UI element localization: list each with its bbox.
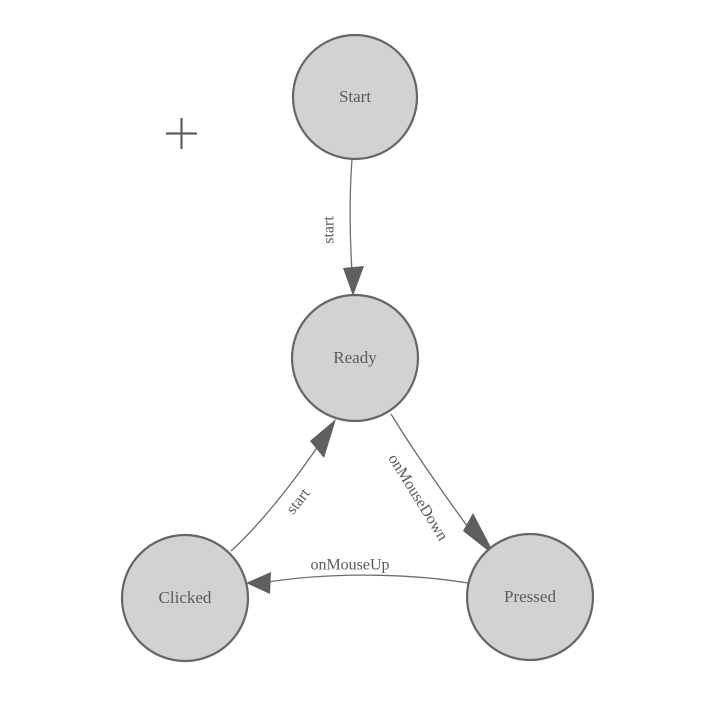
edge-pressed-to-clicked[interactable]: onMouseUp [246,557,469,594]
edge-label-ready-to-pressed: onMouseDown [384,451,451,544]
node-clicked-label: Clicked [159,588,212,607]
edge-line-start-to-ready [349,158,353,273]
edge-line-pressed-to-clicked [261,574,469,584]
node-ready[interactable]: Ready [290,293,420,423]
node-pressed-circle[interactable] [465,532,595,662]
crosshair-marker-icon [166,118,197,149]
edge-label-pressed-to-clicked: onMouseUp [310,557,389,574]
edge-ready-to-pressed[interactable]: onMouseDown [384,413,496,557]
node-pressed-label: Pressed [504,587,556,606]
arrowhead-ready-to-pressed [463,513,496,557]
arrowhead-pressed-to-clicked [246,572,271,594]
node-ready-circle[interactable] [290,293,420,423]
node-start-circle[interactable] [291,33,419,161]
edge-label-clicked-to-ready: start [283,485,314,518]
arrowhead-start-to-ready [343,266,364,296]
edge-start-to-ready[interactable]: start [321,158,364,296]
node-start[interactable]: Start [291,33,419,161]
edge-line-clicked-to-ready [230,436,325,552]
node-pressed[interactable]: Pressed [465,532,595,662]
node-clicked[interactable]: Clicked [120,533,250,663]
node-start-label: Start [339,87,371,106]
node-ready-label: Ready [333,348,377,367]
edge-clicked-to-ready[interactable]: start [230,419,336,552]
edge-label-start-to-ready: start [321,216,338,244]
arrowhead-clicked-to-ready [310,419,336,458]
node-clicked-circle[interactable] [120,533,250,663]
